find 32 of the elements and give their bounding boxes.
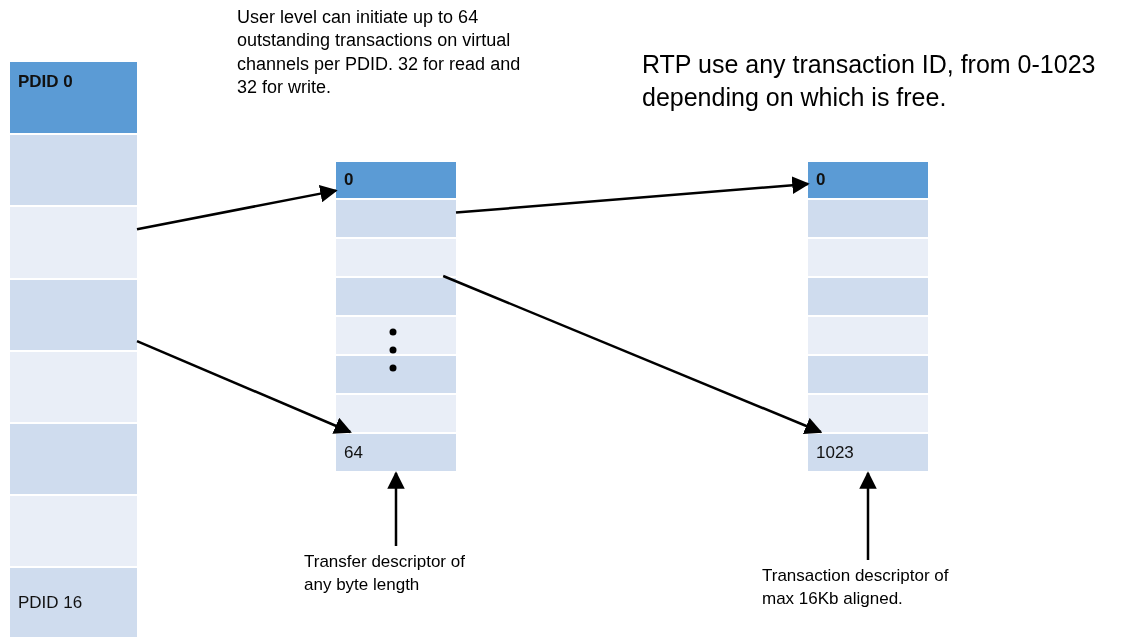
table-cell — [808, 315, 928, 354]
table-cell — [10, 494, 137, 566]
table-cell — [336, 315, 456, 354]
table-cell: PDID 16 — [10, 566, 137, 637]
table-cell — [10, 422, 137, 494]
table-cell: 1023 — [808, 432, 928, 471]
table-cell: 0 — [336, 160, 456, 198]
table-cell: 0 — [808, 160, 928, 198]
table-cell — [808, 354, 928, 393]
table-cell — [336, 276, 456, 315]
arrow — [387, 471, 405, 546]
table-cell — [808, 198, 928, 237]
table-cell — [10, 133, 137, 205]
table-cell — [10, 205, 137, 278]
table-cell — [336, 237, 456, 276]
heading-text: RTP use any transaction ID, from 0-1023 depending on which is free. — [642, 49, 1097, 113]
table-cell — [808, 393, 928, 432]
table-cell: 64 — [336, 432, 456, 471]
table-cell — [336, 393, 456, 432]
arrow — [859, 471, 877, 560]
arrow — [442, 274, 823, 435]
arrow — [136, 339, 352, 434]
table-cell — [10, 350, 137, 422]
table-cell — [10, 278, 137, 350]
table-cell — [808, 276, 928, 315]
table-cell: PDID 0 — [10, 60, 137, 133]
table-cell — [808, 237, 928, 276]
note-text: User level can initiate up to 64 outstanding transactions on virtual channels per PDID. 32 for read and 32 for write. — [237, 6, 522, 100]
table-cell — [336, 354, 456, 393]
table-cell — [336, 198, 456, 237]
arrow — [455, 176, 810, 214]
arrow — [136, 185, 338, 231]
